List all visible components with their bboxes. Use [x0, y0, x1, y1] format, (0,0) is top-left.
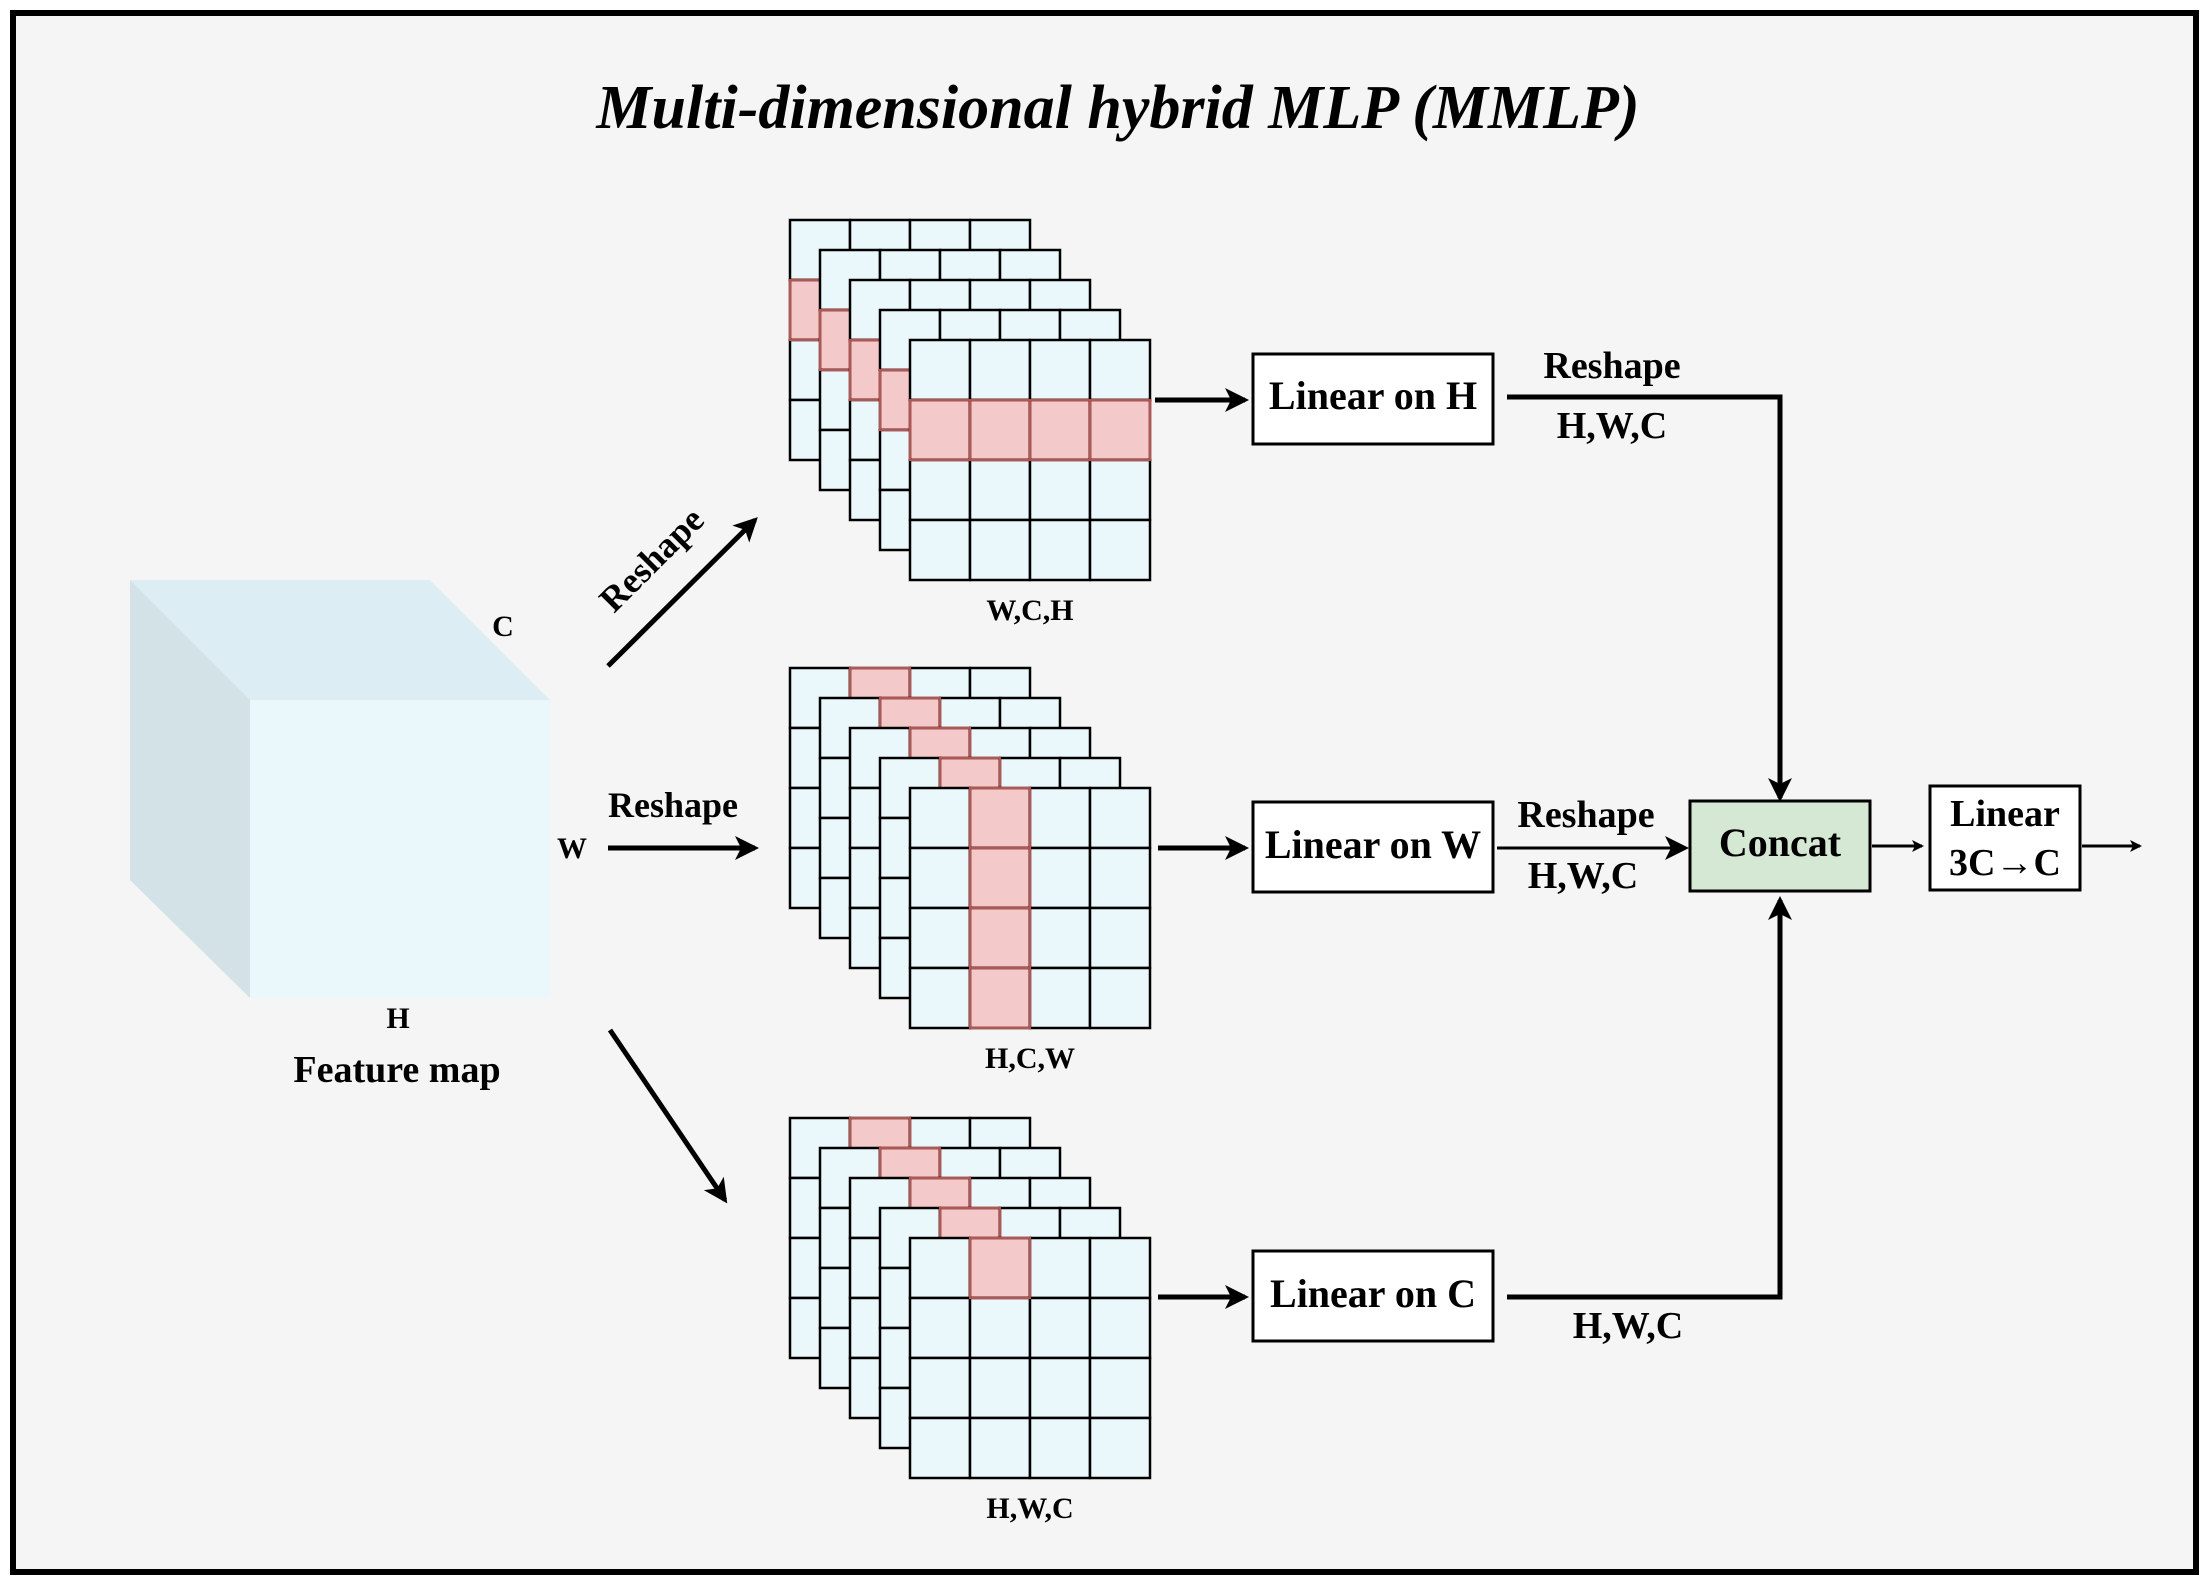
grid-cell	[1028, 1356, 1092, 1420]
grid-cell	[1088, 1356, 1152, 1420]
grid-cell	[1028, 1236, 1092, 1300]
cube-front-face	[250, 700, 550, 998]
axis-c-label: C	[492, 610, 514, 643]
linear-on-h-label: Linear on H	[1269, 373, 1477, 418]
final-linear-box	[1928, 784, 2082, 892]
feature-map-label: Feature map	[293, 1049, 500, 1091]
highlighted-cell	[908, 398, 972, 462]
highlighted-cell-outline	[1089, 399, 1151, 461]
hwc-label-after-w: H,W,C	[1528, 855, 1639, 897]
highlighted-cell	[968, 846, 1032, 910]
arrow-to-top-branch	[606, 517, 758, 668]
linear-on-w-label: Linear on W	[1265, 822, 1481, 867]
hwc-label-after-h: H,W,C	[1557, 405, 1668, 447]
grid-cell	[1088, 786, 1152, 850]
grid-stack-wch	[788, 218, 1152, 582]
path-linear-h-to-concat	[1507, 394, 1792, 802]
grid-cell	[1028, 1416, 1092, 1480]
hwc-label-after-c: H,W,C	[1573, 1305, 1684, 1347]
linear-on-h-box	[1251, 352, 1495, 446]
highlighted-cell-outline	[969, 1237, 1031, 1299]
arrow-to-bottom-branch	[607, 1028, 728, 1204]
grid-cell	[1088, 1416, 1152, 1480]
grid-cell	[968, 338, 1032, 402]
grid-cell	[1028, 786, 1092, 850]
concat-box	[1688, 799, 1872, 893]
grid-stack-hwc	[788, 1116, 1152, 1480]
grid-cell	[1088, 338, 1152, 402]
grid-cell	[1028, 846, 1092, 910]
path-linear-c-to-concat	[1507, 896, 1792, 1300]
grid-cell	[1028, 458, 1092, 522]
highlighted-cell	[968, 786, 1032, 850]
grid-cell	[1088, 1236, 1152, 1300]
highlighted-cell	[1088, 398, 1152, 462]
grid-cell	[908, 458, 972, 522]
grid-layer	[908, 786, 1152, 1030]
grid-cell	[1088, 906, 1152, 970]
grid-cell	[1088, 966, 1152, 1030]
grid-cell	[908, 1296, 972, 1360]
grid-cell	[908, 1356, 972, 1420]
cube-top-face	[130, 580, 550, 700]
grid-cell	[908, 518, 972, 582]
grid-layer	[908, 1236, 1152, 1480]
grid-cell	[908, 846, 972, 910]
reshape-label-top-arrow: Reshape	[591, 499, 711, 619]
linear-on-c-box	[1251, 1249, 1495, 1343]
grid-cell	[1028, 906, 1092, 970]
axis-h-label: H	[386, 1002, 409, 1035]
grid-cell	[1088, 458, 1152, 522]
stack-label-hcw: H,C,W	[985, 1042, 1075, 1075]
axis-w-label: W	[557, 832, 587, 865]
grid-cell	[1088, 518, 1152, 582]
highlighted-cell	[968, 906, 1032, 970]
final-linear-projection-label: 3C→C	[1949, 842, 2061, 884]
final-linear-label: Linear	[1950, 793, 2060, 835]
highlighted-cell-outline	[969, 967, 1031, 1029]
grid-cell	[908, 966, 972, 1030]
concat-label: Concat	[1719, 820, 1842, 865]
grid-cell	[1088, 1296, 1152, 1360]
grid-cell	[968, 458, 1032, 522]
grid-cell	[968, 1356, 1032, 1420]
grid-cell	[1088, 846, 1152, 910]
grid-cell	[968, 1416, 1032, 1480]
grid-cell	[968, 518, 1032, 582]
grid-cell	[1028, 1296, 1092, 1360]
reshape-label-after-w: Reshape	[1517, 794, 1654, 836]
grid-layer	[908, 338, 1152, 582]
reshape-label-after-h: Reshape	[1543, 345, 1680, 387]
highlighted-cell	[968, 398, 1032, 462]
grid-cell	[1028, 338, 1092, 402]
cube-side-face	[130, 580, 250, 998]
diagram-title: Multi-dimensional hybrid MLP (MMLP)	[595, 74, 1639, 142]
grid-cell	[908, 1416, 972, 1480]
stack-label-hwc: H,W,C	[986, 1492, 1073, 1525]
grid-cell	[908, 906, 972, 970]
feature-map-cube	[130, 580, 550, 998]
highlighted-cell	[1028, 398, 1092, 462]
grid-cell	[908, 338, 972, 402]
grid-cell	[1028, 518, 1092, 582]
grid-stack-hcw	[788, 666, 1152, 1030]
grid-cell	[908, 1236, 972, 1300]
grid-cell	[1028, 966, 1092, 1030]
linear-on-c-label: Linear on C	[1270, 1271, 1476, 1316]
reshape-label-middle-arrow: Reshape	[608, 785, 738, 825]
highlighted-cell	[968, 966, 1032, 1030]
linear-on-w-box	[1251, 800, 1495, 894]
grid-cell	[908, 786, 972, 850]
grid-cell	[968, 1296, 1032, 1360]
highlighted-cell	[968, 1236, 1032, 1300]
stack-label-wch: W,C,H	[986, 594, 1073, 627]
